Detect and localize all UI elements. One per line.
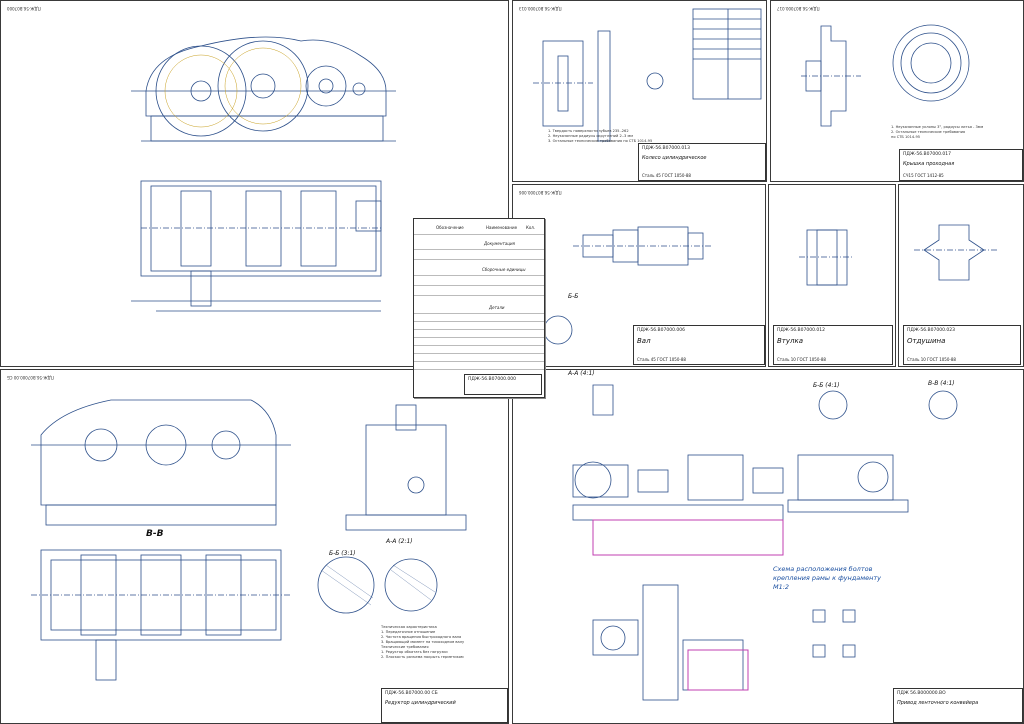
sheet-gear: ПДЖ-56.В07000.013 1. Твердость поверхнос…	[512, 0, 767, 182]
bom-section-docs: Документация	[484, 241, 515, 246]
title-block-code: ПДЖ-56.В07000.013	[642, 146, 690, 151]
sheet-drive: А-А (4:1) Б-Б (4:1) В-В (4:1) Схема расп…	[512, 369, 1024, 724]
bom-section-parts: Детали	[489, 305, 505, 310]
title-block: ПДЖ-56.В07000.006 Вал Сталь 45 ГОСТ 1050…	[633, 325, 765, 365]
sheet-shaft: ПДЖ-56.В07000.006 Б-Б ПДЖ-56.В07000.006 …	[512, 184, 766, 367]
shaft-drawing	[543, 226, 713, 345]
title-block-title: Колесо цилиндрическое	[642, 155, 707, 161]
title-block-title: Отдушина	[907, 337, 946, 345]
gear-drawing	[533, 8, 762, 142]
vent-drawing	[914, 224, 999, 281]
bom-title-block: ПДЖ-56.В07000.000	[464, 374, 542, 395]
title-block-material: Сталь 10 ГОСТ 1050-88	[907, 357, 956, 362]
title-block-code: ПДЖ-56.В07000.006	[637, 328, 685, 333]
title-block-code: ПДЖ-56.В07000.017	[903, 152, 951, 157]
drive-drawing	[572, 384, 958, 701]
title-block-code: ПДЖ-56.В07000.023	[907, 328, 955, 333]
title-block-material: Сталь 45 ГОСТ 1050-88	[642, 173, 691, 178]
title-block-title: Втулка	[777, 337, 804, 345]
bom-section-assemblies: Сборочные единицы	[482, 267, 526, 272]
title-block-code: ПДЖ-56.В07000.012	[777, 328, 825, 333]
sheet-vent: ПДЖ-56.В07000.023 Отдушина Сталь 10 ГОСТ…	[898, 184, 1024, 367]
bom-header-name: Наименование	[486, 225, 518, 230]
section-label-bb: Б-Б (3:1)	[329, 550, 356, 557]
title-block-title: Редуктор цилиндрический	[385, 700, 456, 706]
title-block: ПДЖ-56.В07000.023 Отдушина Сталь 10 ГОСТ…	[903, 325, 1021, 365]
bom-code: ПДЖ-56.В07000.000	[468, 377, 516, 382]
shaft-section-label: Б-Б	[568, 293, 579, 300]
title-block-title: Крышка проходная	[903, 161, 955, 167]
title-block: ПДЖ-56.В07000.00 СБ Редуктор цилиндричес…	[381, 688, 508, 723]
section-label-aa: А-А (2:1)	[386, 538, 413, 545]
gear-notes: 1. Твердость поверхности зубьев 235..262…	[548, 129, 653, 143]
cover-notes: 1. Неуказанные уклоны 3°, радиусы литья …	[891, 125, 984, 139]
view-vv-label: В-В (4:1)	[928, 380, 955, 387]
gearbox-assembly-drawing	[31, 399, 467, 681]
title-block-title: Привод ленточного конвейера	[897, 700, 979, 706]
title-block-material: Сталь 45 ГОСТ 1050-88	[637, 357, 686, 362]
bom-header-designation: Обозначение	[436, 225, 464, 230]
sheet-sleeve: ПДЖ-56.В07000.012 Втулка Сталь 10 ГОСТ 1…	[768, 184, 896, 367]
specification-sheet: Обозначение Наименование Кол. Документац…	[413, 218, 545, 398]
cover-drawing	[801, 24, 970, 127]
bom-header-qty: Кол.	[526, 225, 536, 230]
view-aa-label: А-А (4:1)	[568, 370, 595, 377]
title-block: ПДЖ 56.В000000.ВО Привод ленточного конв…	[893, 688, 1023, 723]
title-block-material: Сталь 10 ГОСТ 1050-88	[777, 357, 826, 362]
tech-characteristics: Техническая характеристика 1. Передаточн…	[381, 625, 465, 659]
title-block: ПДЖ-56.В07000.012 Втулка Сталь 10 ГОСТ 1…	[773, 325, 893, 365]
view-bb-label: Б-Б (4:1)	[813, 382, 840, 389]
sleeve-drawing	[799, 229, 854, 286]
section-label-vv: В-В	[146, 529, 164, 539]
title-block: ПДЖ-56.В07000.013 Колесо цилиндрическое …	[638, 143, 766, 181]
title-block-code: ПДЖ 56.В000000.ВО	[897, 691, 946, 696]
sheet-gearbox-assembly: ПДЖ-56.В07000.00 СБ	[0, 369, 509, 724]
title-block-title: Вал	[637, 337, 651, 345]
title-block-code: ПДЖ-56.В07000.00 СБ	[385, 691, 438, 696]
sheet-general-view: ПДЖ-56.В07000	[0, 0, 509, 367]
bolt-scheme-title: Схема расположения болтов крепления рамы…	[773, 565, 882, 591]
title-block-material: СЧ15 ГОСТ 1412-85	[903, 173, 944, 178]
general-view-drawing	[131, 36, 396, 312]
title-block: ПДЖ-56.В07000.017 Крышка проходная СЧ15 …	[899, 149, 1023, 181]
sheet-cover: ПДЖ-56.В07000.017 1. Неуказанные уклоны …	[770, 0, 1024, 182]
